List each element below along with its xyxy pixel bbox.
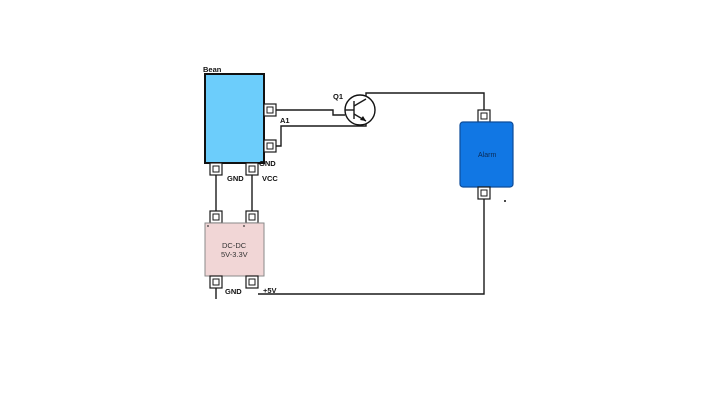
dcdc-label-line1: DC-DC <box>222 241 247 250</box>
bean-body <box>204 73 265 164</box>
bean-module[interactable]: Bean A1 GND GND VCC <box>203 65 290 183</box>
bean-pin-gnd-right[interactable] <box>263 139 277 153</box>
wire-alarm-to-5v <box>258 199 485 295</box>
alarm-pin-top[interactable] <box>477 109 491 123</box>
bean-pin-vcc[interactable] <box>245 162 259 176</box>
dcdc-pin-top-left[interactable] <box>209 210 223 224</box>
wire-q1-to-alarm <box>365 92 485 111</box>
dcdc-label-5v: +5V <box>263 286 277 295</box>
dcdc-label-line2: 5V-3.3V <box>221 250 248 259</box>
bean-label-vcc: VCC <box>262 174 278 183</box>
bean-pin-a1[interactable] <box>263 103 277 117</box>
wire-bean-to-q1-upper <box>276 109 345 116</box>
dcdc-label-gnd: GND <box>225 287 242 296</box>
dcdc-corner-dot-right <box>243 225 245 227</box>
transistor-label: Q1 <box>333 92 343 101</box>
bean-pin-gnd[interactable] <box>209 162 223 176</box>
dcdc-pin-top-right[interactable] <box>245 210 259 224</box>
bean-title: Bean <box>203 65 222 74</box>
dcdc-module[interactable]: DC-DC 5V-3.3V GND +5V <box>204 210 277 296</box>
alarm-label: Alarm <box>478 152 496 159</box>
transistor-q1[interactable]: Q1 <box>333 92 376 126</box>
bean-label-a1: A1 <box>280 116 290 125</box>
bean-label-gnd: GND <box>227 174 244 183</box>
alarm-pin-bottom[interactable] <box>477 186 491 200</box>
dcdc-body <box>204 222 265 277</box>
bean-label-gnd-right: GND <box>259 159 276 168</box>
alarm-module[interactable]: Alarm <box>459 109 514 202</box>
dcdc-corner-dot-left <box>207 225 209 227</box>
dcdc-pin-gnd[interactable] <box>209 275 223 289</box>
dcdc-pin-5v[interactable] <box>245 275 259 289</box>
stray-dot <box>504 200 506 202</box>
